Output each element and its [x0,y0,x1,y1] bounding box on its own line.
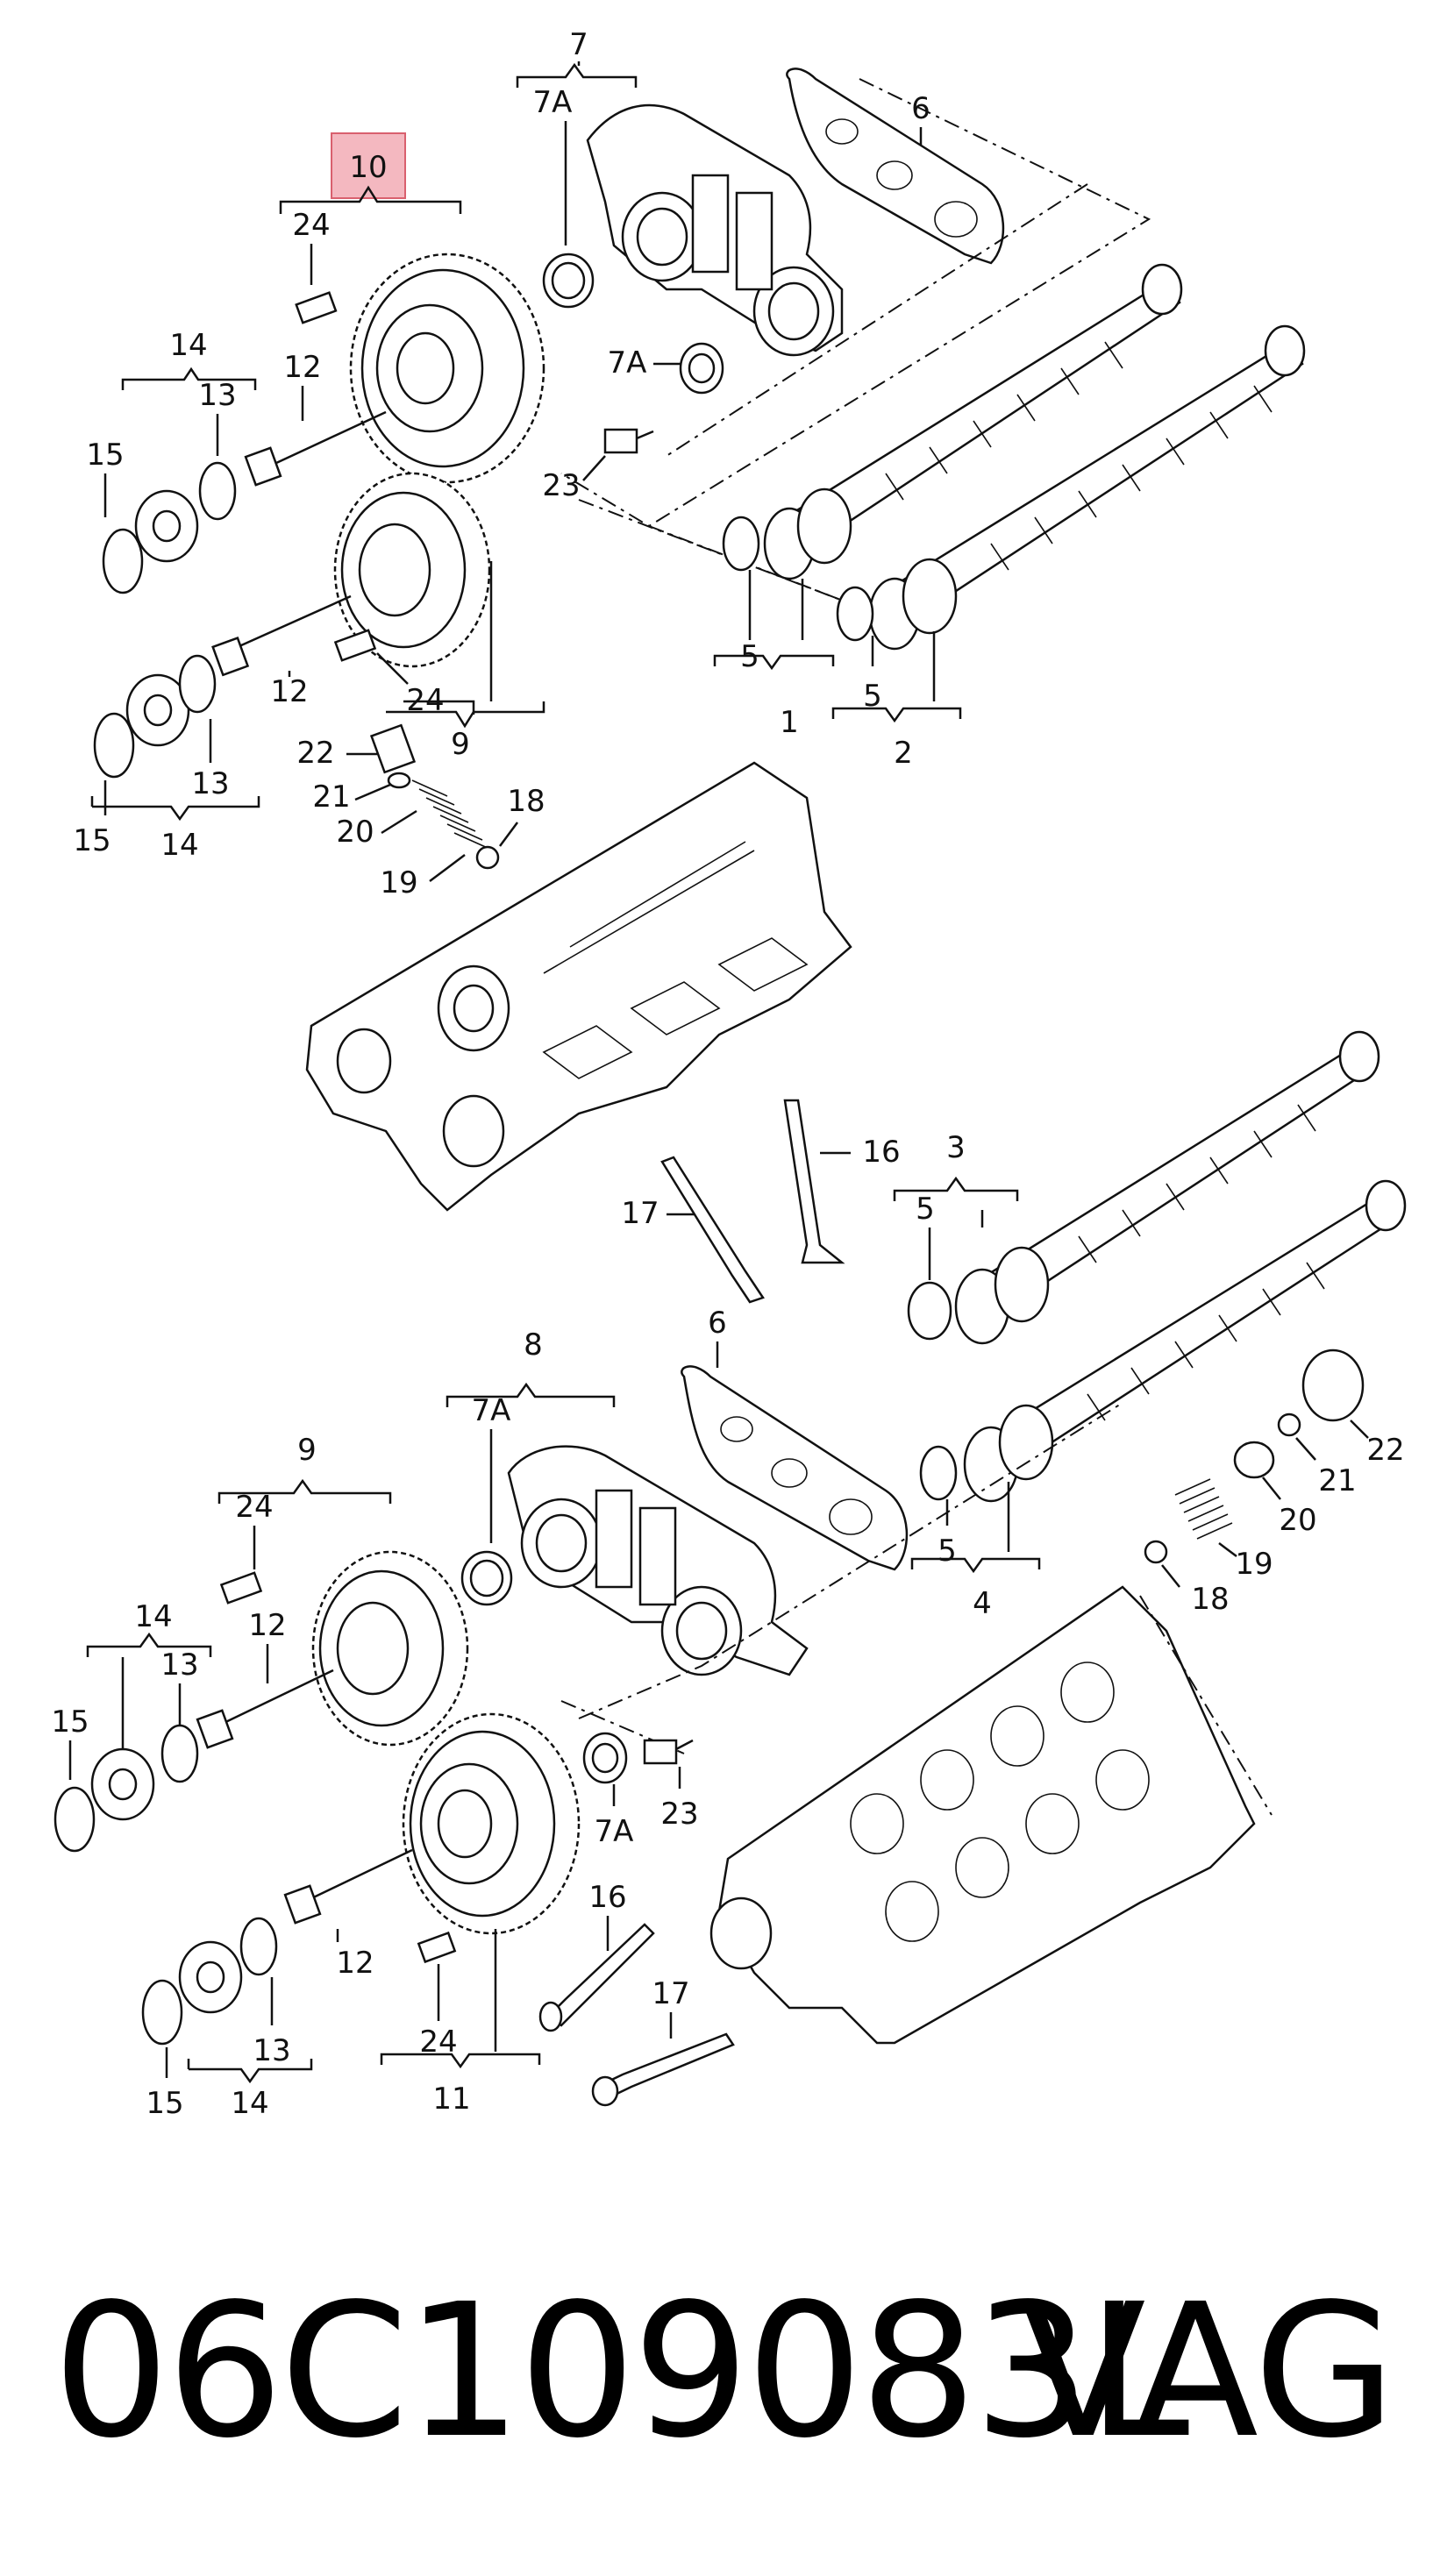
callout-22-top[interactable]: 22 [296,736,334,771]
callout-13-mid[interactable]: 13 [191,766,229,801]
callout-12-mid[interactable]: 12 [270,674,308,709]
callout-5-mid[interactable]: 5 [916,1192,935,1227]
callout-1[interactable]: 1 [780,705,799,740]
callout-18-low[interactable]: 18 [1191,1582,1229,1617]
callout-19-low[interactable]: 19 [1235,1547,1273,1582]
callout-9-top[interactable]: 9 [451,727,470,762]
cylinder-head-lower [709,1585,1256,2045]
callout-14-top[interactable]: 14 [169,328,207,363]
callout-14-mid[interactable]: 14 [160,828,198,863]
callout-23-low[interactable]: 23 [660,1797,698,1832]
callout-7a-low2[interactable]: 7A [595,1814,634,1849]
camshaft-1 [763,263,1183,580]
callout-15-top[interactable]: 15 [86,438,124,473]
callout-8[interactable]: 8 [524,1327,543,1363]
callout-12-low2[interactable]: 12 [336,1946,374,1981]
callout-5-top[interactable]: 5 [740,639,759,674]
callout-11[interactable]: 11 [432,2081,470,2117]
lower-timing-gear-11 [402,1712,581,1935]
callout-3[interactable]: 3 [946,1130,966,1165]
callout-7-top[interactable]: 7 [569,27,588,62]
callout-12-top[interactable]: 12 [283,350,321,385]
callout-24-low1[interactable]: 24 [235,1490,273,1525]
cylinder-head-upper [305,761,852,1212]
callout-4[interactable]: 4 [973,1586,992,1621]
callout-17-low[interactable]: 17 [652,1976,689,2011]
camshaft-2 [868,324,1306,651]
caption: 06C109083L VAG [26,2271,1412,2473]
callout-23-top[interactable]: 23 [542,468,580,503]
camshaft-4 [963,1179,1407,1503]
callout-14-low1[interactable]: 14 [134,1599,172,1634]
callout-12-low1[interactable]: 12 [248,1608,286,1643]
callout-7a-low[interactable]: 7A [472,1393,511,1428]
callout-7a-top2[interactable]: 7A [608,345,647,381]
part-number: 06C109083L [53,2264,1189,2479]
callout-16-low[interactable]: 16 [588,1880,626,1915]
callout-2[interactable]: 2 [894,736,913,771]
callout-14-low2[interactable]: 14 [231,2086,268,2121]
callout-6-low[interactable]: 6 [708,1306,727,1341]
callout-19-top[interactable]: 19 [380,865,417,900]
upper-timing-gear [349,253,545,484]
bearing-bridge-top [586,103,844,357]
callout-17-mid[interactable]: 17 [621,1196,659,1231]
callout-13-top[interactable]: 13 [198,378,236,413]
callout-15-low2[interactable]: 15 [146,2086,183,2121]
bearing-bridge-lower [507,1445,809,1676]
callout-5-top2[interactable]: 5 [863,679,882,714]
callout-22-low[interactable]: 22 [1366,1433,1404,1468]
gasket-lower [681,1365,909,1571]
callout-16-mid[interactable]: 16 [862,1135,900,1170]
callout-21-low[interactable]: 21 [1318,1463,1356,1498]
callout-13-low1[interactable]: 13 [160,1647,198,1683]
lower-cam-gear-9 [311,1550,469,1747]
callout-20-low[interactable]: 20 [1279,1503,1316,1538]
callout-10[interactable]: 10 [349,150,387,185]
callout-15-low1[interactable]: 15 [51,1704,89,1740]
callout-18-top[interactable]: 18 [507,784,545,819]
gasket-top [786,68,1005,265]
callout-15-mid[interactable]: 15 [73,823,111,858]
brand-name: VAG [1020,2264,1396,2479]
callout-21-top[interactable]: 21 [312,779,350,815]
callout-24-top[interactable]: 24 [292,208,330,243]
upper-cam-gear-9 [333,472,491,668]
callout-13-low2[interactable]: 13 [253,2033,290,2068]
callout-7a-top[interactable]: 7A [533,85,573,120]
camshaft-3 [954,1030,1380,1345]
callout-20-top[interactable]: 20 [336,815,374,850]
exploded-parts-diagram: 10 24 14 12 13 15 12 24 9 13 15 1 [51,27,1407,2121]
callout-9-low[interactable]: 9 [297,1433,317,1468]
callout-5-low[interactable]: 5 [938,1534,957,1569]
